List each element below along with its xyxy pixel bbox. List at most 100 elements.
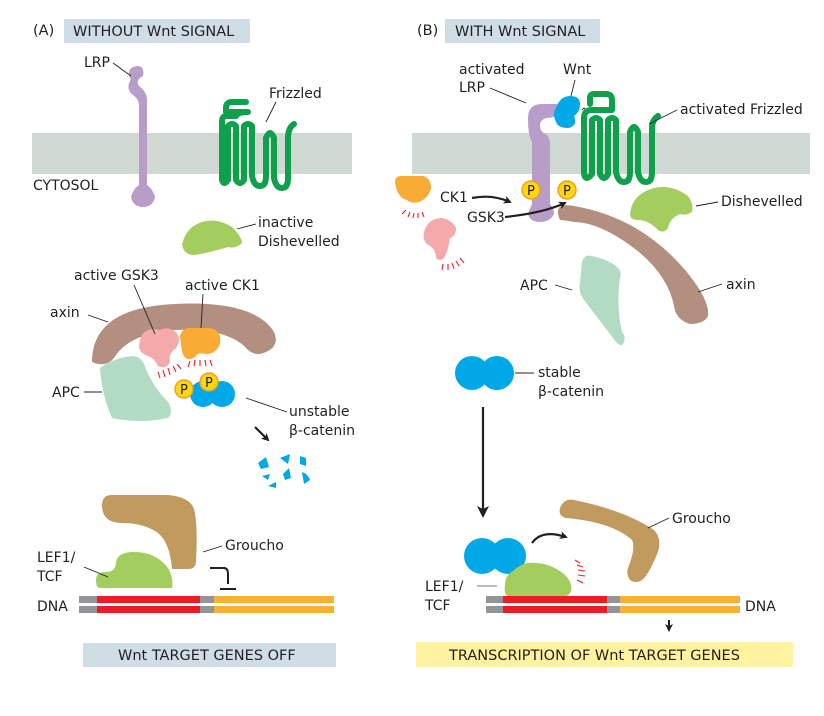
lrp-label-a: LRP: [84, 55, 110, 71]
catenin-label-b-2: β-catenin: [538, 384, 604, 400]
groucho-b: [559, 499, 660, 582]
svg-text:P: P: [563, 184, 571, 199]
apc-b: [579, 255, 625, 345]
lrp-label-b-2: LRP: [459, 80, 485, 96]
wnt-ligand: [554, 96, 580, 128]
repression-symbol: [210, 567, 236, 590]
gsk3-label-b: GSK3: [467, 210, 505, 226]
gsk3-rays-b: [441, 257, 465, 271]
dna-label-a: DNA: [37, 599, 68, 615]
kinase-activity-rays-a: [157, 359, 213, 379]
phospho-group-b-2: P: [557, 180, 577, 200]
svg-text:P: P: [205, 376, 213, 391]
dishevelled-label-a-2: Dishevelled: [258, 234, 340, 250]
ck1-rays-b: [401, 209, 425, 219]
svg-text:P: P: [527, 184, 535, 199]
cytosol-label: CYTOSOL: [33, 178, 99, 194]
dna-a: [79, 596, 334, 613]
lrp-leader-b: [489, 87, 527, 104]
lef-label-a-1: LEF1/: [37, 550, 76, 566]
membrane-a: [32, 133, 352, 174]
groucho-a: [102, 495, 197, 569]
panel-b-title-box: [445, 19, 600, 43]
groucho-leader-a: [202, 545, 223, 553]
result-text-a: Wnt TARGET GENES OFF: [118, 648, 296, 664]
axin-leader-a: [87, 314, 109, 323]
gsk3-dissociated: [423, 218, 456, 260]
frizzled-label-b: activated Frizzled: [680, 102, 803, 118]
apc-a: [100, 356, 171, 421]
groucho-label-b: Groucho: [672, 511, 731, 527]
dishevelled-label-a-1: inactive: [258, 215, 313, 231]
lef-leader-a: [83, 566, 109, 578]
gsk3-label-a: active GSK3: [74, 268, 159, 284]
ck1-active: [180, 328, 221, 360]
phospho-group-b-1: P: [521, 180, 541, 200]
apc-leader-b: [554, 284, 573, 291]
axin-a: [92, 303, 276, 365]
panel-a-title: WITHOUT Wnt SIGNAL: [73, 24, 234, 40]
ck1-leader-a: [200, 293, 204, 329]
frizzled-label-a: Frizzled: [269, 86, 322, 102]
beta-catenin-nuclear: [464, 538, 526, 574]
lef1-tcf-a: [96, 552, 173, 588]
dna-label-b: DNA: [745, 599, 776, 615]
panel-a-letter: (A): [33, 23, 54, 39]
lrp-leader-a: [112, 62, 132, 77]
groucho-leader-b: [647, 517, 670, 529]
ck1-dissociated: [395, 176, 431, 203]
beta-catenin-stable: [455, 356, 514, 390]
catenin-label-a-1: unstable: [289, 404, 350, 420]
frizzled-leader-a: [265, 101, 277, 123]
panel-b-letter: (B): [417, 23, 438, 39]
result-box-a: [83, 643, 336, 667]
lef-label-a-2: TCF: [36, 569, 63, 585]
dishevelled-leader-b: [695, 201, 719, 207]
apc-label-a: APC: [52, 385, 80, 401]
phospho-group-a-1: P: [174, 379, 194, 399]
catenin-leader-a: [245, 397, 288, 413]
gsk3-leader-a: [133, 284, 156, 335]
axin-label-a: axin: [50, 305, 80, 321]
apc-label-b: APC: [520, 278, 548, 294]
dishevelled-leader-a: [236, 223, 257, 230]
lrp-receptor-a: [128, 66, 155, 207]
svg-text:P: P: [180, 383, 188, 398]
wnt-label: Wnt: [563, 62, 592, 78]
gsk3-active: [139, 328, 179, 368]
axin-b: [557, 205, 709, 324]
result-text-b: TRANSCRIPTION OF Wnt TARGET GENES: [448, 648, 740, 664]
degradation-arrow: [254, 426, 270, 442]
panel-a: (A) WITHOUT Wnt SIGNAL CYTOSOL LRP Frizz…: [32, 19, 355, 667]
wnt-leader: [570, 79, 576, 97]
dna-b: [486, 596, 740, 613]
degraded-catenin-fragments: [258, 454, 310, 488]
lef1-tcf-b: [504, 562, 572, 597]
frizzled-receptor-b: [581, 91, 661, 185]
panel-a-title-box: [64, 19, 250, 43]
panel-b: (B) WITH Wnt SIGNAL activated LRP Wnt ac…: [395, 19, 810, 667]
frizzled-leader-b: [648, 109, 678, 125]
phospho-group-a-2: P: [199, 372, 219, 392]
dishevelled-inactive: [182, 220, 242, 255]
axin-leader-b: [697, 283, 723, 293]
lrp-label-b-1: activated: [459, 62, 525, 78]
dishevelled-label-b: Dishevelled: [721, 194, 803, 210]
catenin-label-b-1: stable: [538, 365, 581, 381]
groucho-label-a: Groucho: [225, 538, 284, 554]
panel-b-title: WITH Wnt SIGNAL: [455, 24, 585, 40]
axin-label-b: axin: [726, 277, 756, 293]
ck1-label-b: CK1: [440, 190, 468, 206]
result-box-b: [416, 642, 793, 667]
gsk3-arrow: [504, 201, 567, 219]
frizzled-receptor-a: [219, 99, 297, 191]
lef-label-b-1: LEF1/: [425, 579, 464, 595]
dishevelled-active: [630, 187, 693, 232]
lef-label-b-2: TCF: [424, 598, 451, 614]
catenin-label-a-2: β-catenin: [289, 423, 355, 439]
ck1-arrow: [471, 195, 512, 204]
ck1-label-a: active CK1: [185, 278, 260, 294]
lef-activation-rays: [574, 559, 586, 584]
groucho-displacement-arrow: [531, 531, 568, 544]
